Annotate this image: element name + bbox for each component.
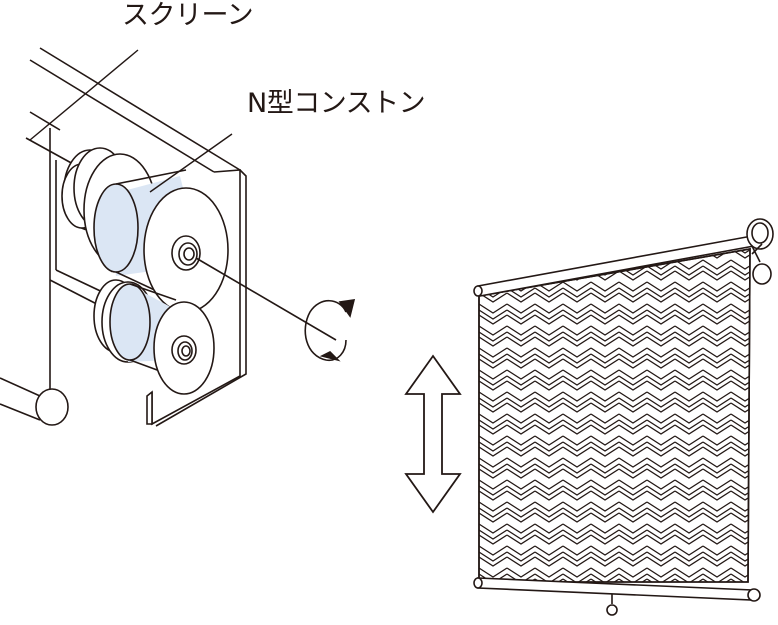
leader-lines <box>29 49 233 193</box>
screen-label: スクリーン <box>122 0 254 31</box>
bottom-bar <box>473 577 761 616</box>
top-roller <box>473 218 774 297</box>
spring-mechanism <box>0 47 337 427</box>
double-vertical-arrow-icon <box>404 354 462 514</box>
constant-spring-label: N型コンストン <box>247 88 426 119</box>
rotation-arrow-icon <box>304 299 356 362</box>
roller-shade <box>473 218 774 616</box>
